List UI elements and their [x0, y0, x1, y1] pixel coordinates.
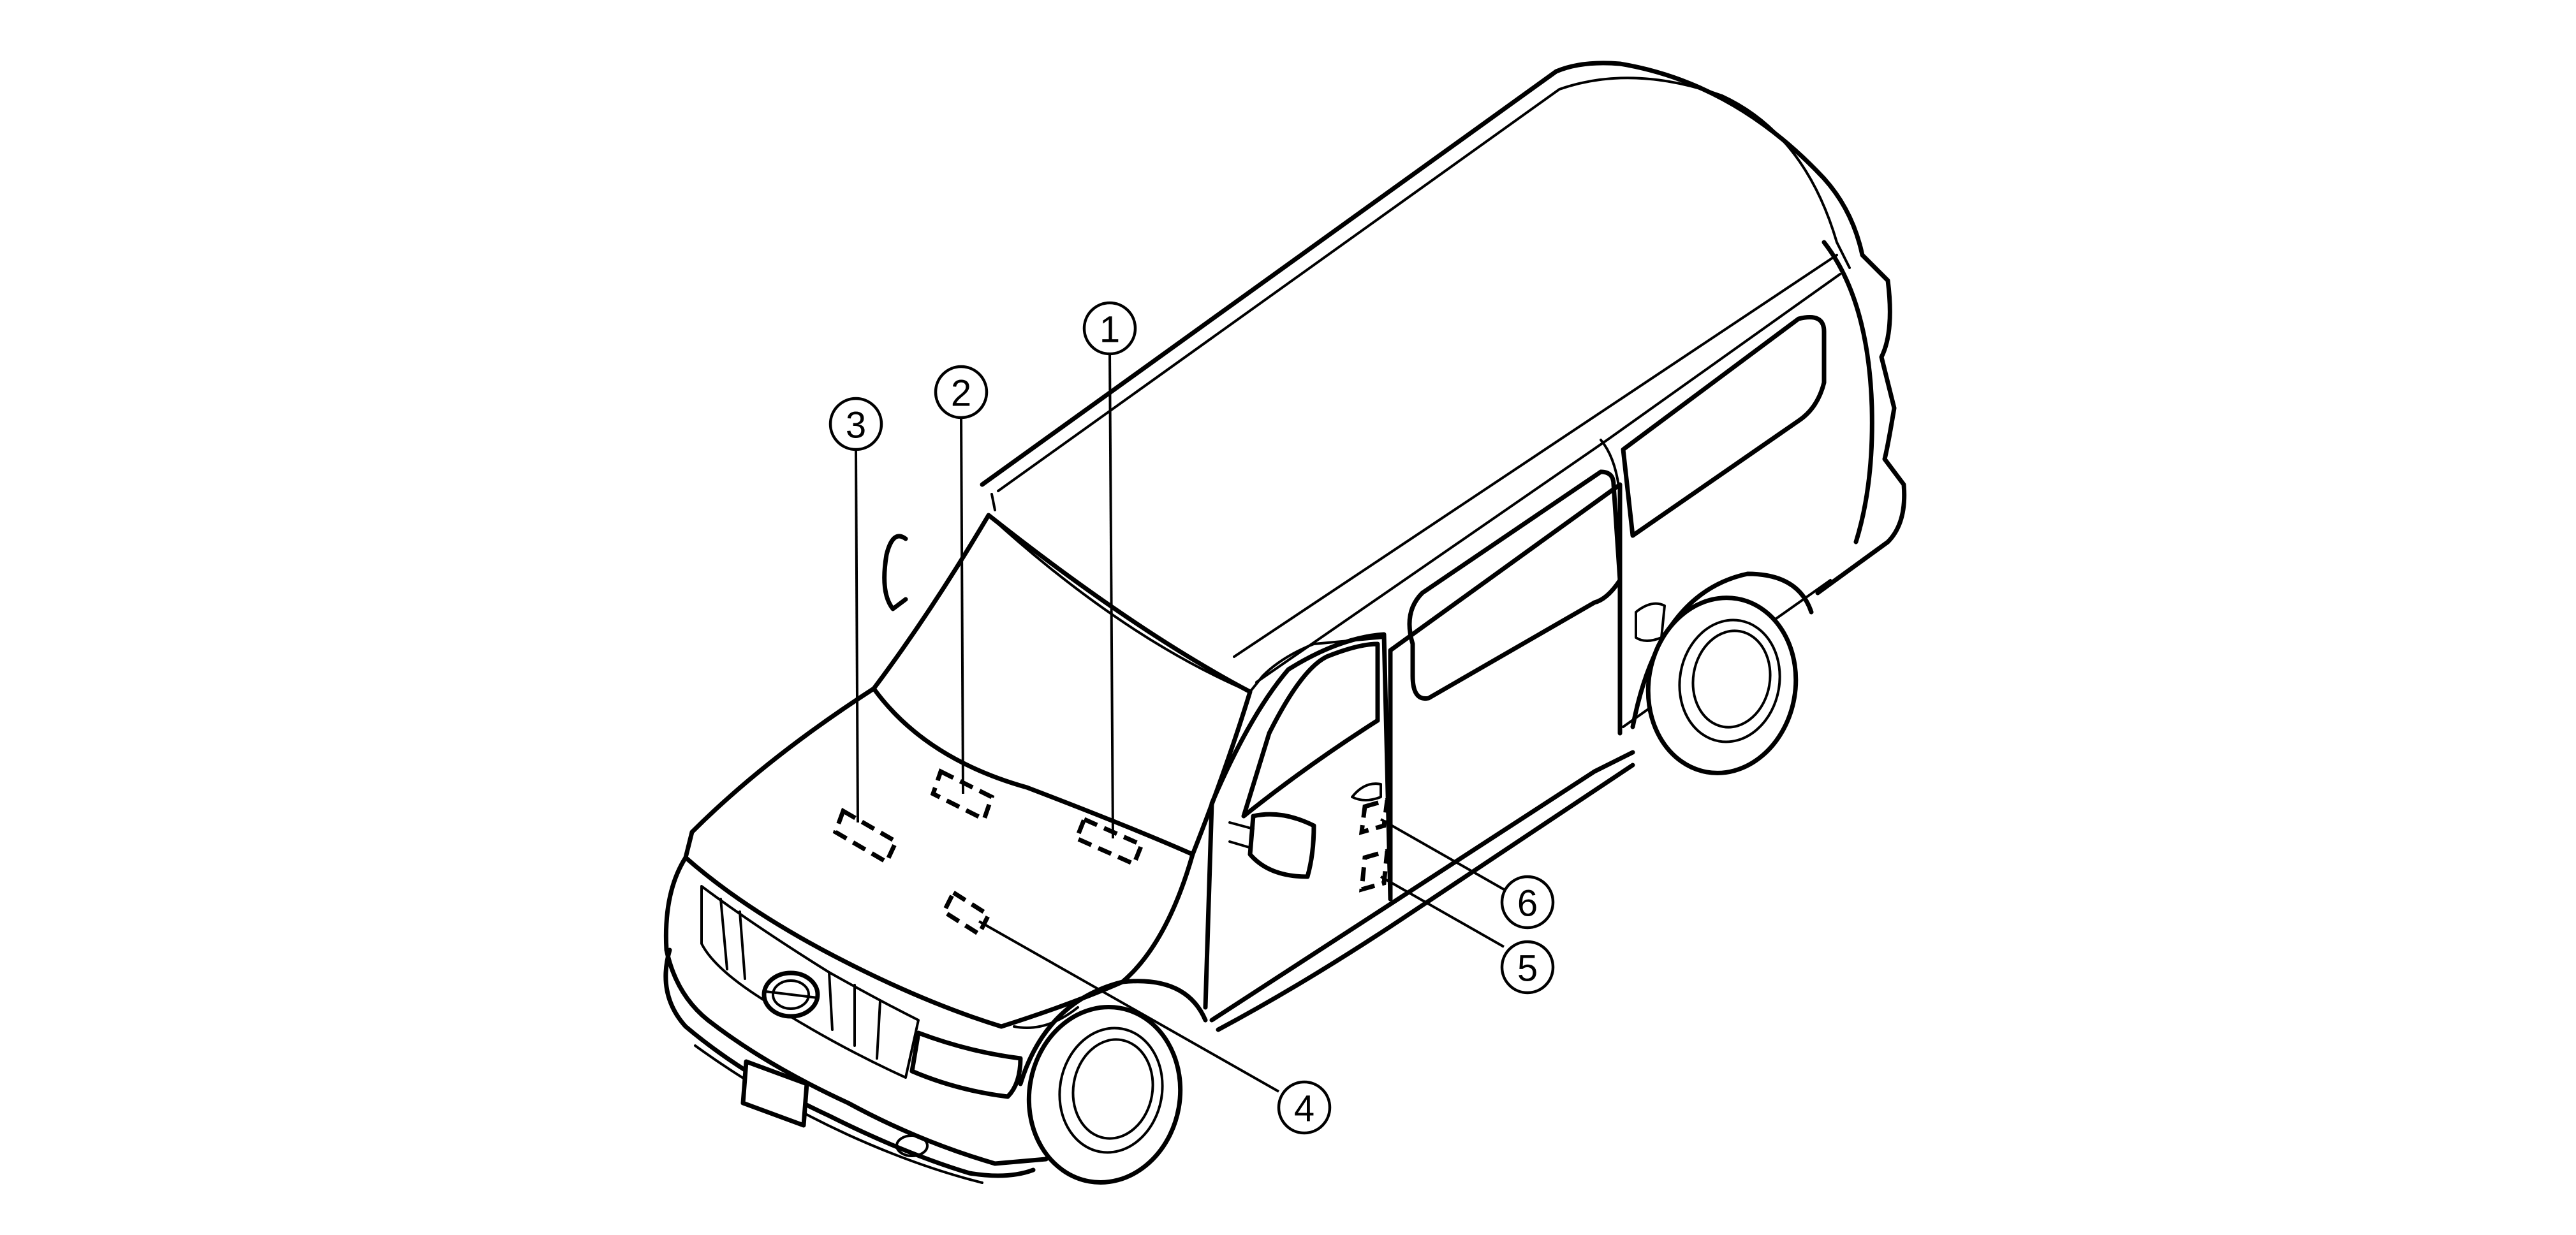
- rear-rim-inner: [1691, 629, 1772, 729]
- hood-line: [1013, 1006, 1079, 1029]
- callout-4: 4: [1277, 1080, 1332, 1135]
- callout-label-5: 5: [1517, 948, 1538, 990]
- grille-frame: [700, 885, 920, 1079]
- grille-bar-3: [828, 971, 834, 1031]
- leader-line-2: [960, 415, 964, 794]
- right-side-mirror: [1248, 812, 1316, 879]
- leader-line-1: [1108, 351, 1114, 839]
- van-body: [663, 61, 1907, 1185]
- mirror-arm: [1228, 821, 1255, 849]
- callout-label-2: 2: [951, 373, 971, 414]
- door-handle: [1351, 782, 1382, 801]
- left-mirror: [882, 534, 908, 611]
- emblem-bar: [764, 990, 819, 999]
- component-marker-4: [941, 889, 992, 938]
- leader-line-5: [1380, 875, 1505, 948]
- component-marker-3: [832, 807, 899, 865]
- license-plate: [740, 1059, 809, 1128]
- grille-bar-5: [876, 1000, 881, 1060]
- callout-label-1: 1: [1100, 309, 1120, 351]
- rear-rim: [1678, 618, 1781, 743]
- rocker-line: [1216, 763, 1635, 1032]
- component-markers: [832, 768, 1390, 938]
- front-rim-inner: [1071, 1038, 1154, 1140]
- front-door: [1203, 632, 1393, 1010]
- front-door-window: [1241, 641, 1380, 819]
- hood-outline: [683, 686, 1195, 1029]
- left-headlight: [909, 1030, 1023, 1099]
- callout-label-4: 4: [1294, 1088, 1314, 1130]
- component-marker-5: [1359, 848, 1390, 893]
- fuel-door: [1635, 602, 1666, 642]
- front-wheel-arch: [1018, 979, 1208, 1086]
- rear-side-top-2: [1255, 273, 1841, 683]
- roof-outline: [980, 61, 1907, 596]
- callout-label-6: 6: [1517, 883, 1538, 924]
- callout-1: 1: [1082, 301, 1137, 356]
- leader-lines: [855, 351, 1505, 1093]
- roof-edge-line: [997, 77, 1851, 492]
- callout-label-3: 3: [846, 405, 866, 446]
- rear-side-top: [1233, 254, 1838, 658]
- leader-line-4: [978, 920, 1279, 1093]
- callouts: 1 2 3 4 5 6: [828, 301, 1555, 1135]
- windshield: [871, 513, 1253, 857]
- a-pillar: [987, 514, 1385, 693]
- grille-bar-2: [739, 910, 746, 980]
- rear-pillar: [1822, 240, 1874, 544]
- grille-bar-1: [719, 898, 728, 970]
- emblem-inner: [772, 979, 810, 1010]
- side-lower-line: [1209, 750, 1635, 1023]
- front-fascia: [663, 855, 1066, 1166]
- component-marker-6: [1358, 797, 1390, 835]
- component-marker-1: [1073, 816, 1145, 867]
- callout-6: 6: [1500, 875, 1555, 930]
- side-window-middle: [1407, 469, 1623, 701]
- roof-side-line: [990, 493, 996, 511]
- front-tire: [1026, 1005, 1183, 1185]
- front-rim: [1058, 1027, 1164, 1154]
- callout-2: 2: [934, 365, 989, 420]
- sliding-door: [1388, 482, 1623, 902]
- fog-light: [895, 1134, 929, 1157]
- side-window-rear: [1621, 315, 1827, 538]
- callout-5: 5: [1500, 940, 1555, 995]
- front-bumper: [663, 947, 1036, 1178]
- leader-line-3: [855, 447, 859, 823]
- callout-3: 3: [828, 397, 883, 451]
- leader-line-6: [1380, 818, 1505, 891]
- bumper-lower: [694, 1044, 983, 1184]
- rear-tire: [1645, 596, 1799, 775]
